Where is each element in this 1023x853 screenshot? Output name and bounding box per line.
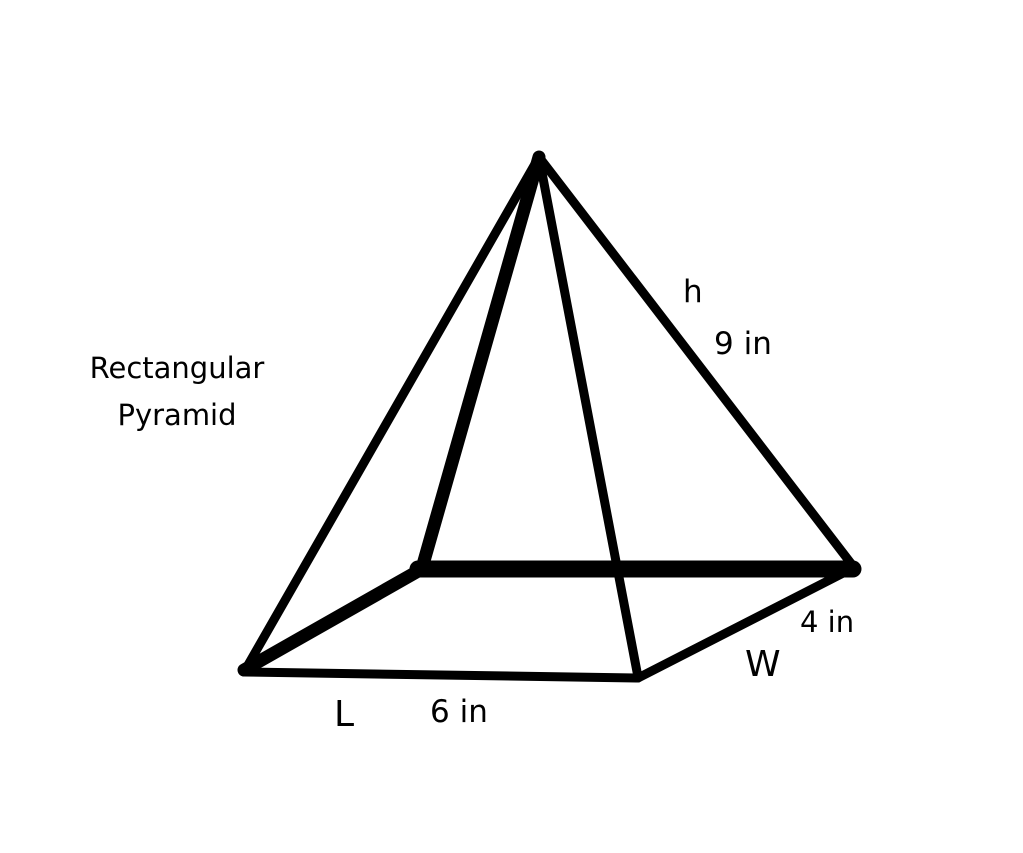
edge-apex-front-right	[534, 152, 643, 682]
title-line-2: Pyramid	[117, 398, 236, 432]
length-value: 6 in	[430, 694, 488, 730]
height-value: 9 in	[714, 326, 772, 362]
edge-apex-back-left	[415, 150, 546, 575]
width-symbol: W	[745, 644, 781, 685]
edge-base-left	[237, 563, 427, 677]
edge-base-front	[239, 667, 643, 683]
title-line-1: Rectangular	[90, 351, 265, 385]
edge-apex-front-left	[239, 152, 544, 677]
edge-apex-back-right	[534, 152, 858, 571]
width-value: 4 in	[800, 605, 854, 639]
edge-base-right	[633, 563, 858, 683]
length-symbol: L	[334, 694, 354, 735]
height-symbol: h	[683, 274, 703, 310]
